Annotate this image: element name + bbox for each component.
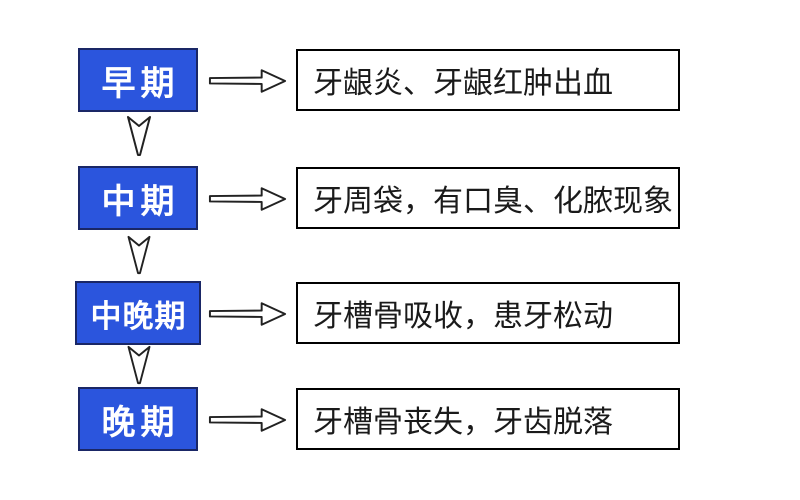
down-arrow-icon bbox=[127, 345, 151, 385]
stage-box-mid-late: 中晚期 bbox=[75, 281, 201, 345]
flow-row: 早期 牙龈炎、牙龈红肿出血 bbox=[78, 48, 680, 112]
description-box: 牙龈炎、牙龈红肿出血 bbox=[296, 49, 680, 111]
flow-row: 中期 牙周袋，有口臭、化脓现象 bbox=[78, 166, 680, 230]
right-arrow-icon bbox=[208, 408, 287, 432]
down-arrow-icon bbox=[127, 116, 151, 156]
right-arrow-icon bbox=[208, 69, 287, 93]
flow-row: 中晚期 牙槽骨吸收，患牙松动 bbox=[75, 281, 680, 345]
flow-row: 晚期 牙槽骨丧失，牙齿脱落 bbox=[78, 387, 680, 451]
stage-box-early: 早期 bbox=[78, 48, 198, 112]
right-arrow-icon bbox=[208, 187, 287, 211]
description-box: 牙周袋，有口臭、化脓现象 bbox=[296, 167, 680, 229]
right-arrow-icon bbox=[208, 302, 287, 326]
description-box: 牙槽骨丧失，牙齿脱落 bbox=[296, 388, 680, 450]
description-box: 牙槽骨吸收，患牙松动 bbox=[296, 282, 680, 344]
stage-box-middle: 中期 bbox=[78, 166, 198, 230]
down-arrow-icon bbox=[127, 235, 151, 275]
stage-box-late: 晚期 bbox=[78, 387, 198, 451]
